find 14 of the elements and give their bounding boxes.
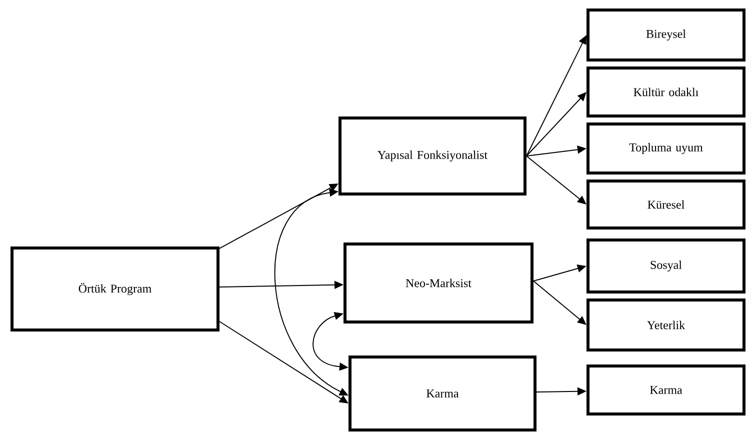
- process-box: Kültür odaklı: [586, 66, 746, 118]
- process-box: Yeterlik: [586, 298, 746, 352]
- process-box: Bireysel: [586, 8, 746, 62]
- process-box: Topluma uyum: [586, 122, 746, 174]
- process-box: Sosyal: [586, 238, 746, 294]
- process-box: Küresel: [586, 179, 746, 230]
- process-box: Yapısal Fonksiyonalist: [338, 116, 526, 196]
- arrow: [533, 280, 586, 325]
- process-box: Karma: [348, 355, 536, 432]
- process-box: Örtük Program: [10, 246, 220, 332]
- arrow: [526, 92, 586, 156]
- process-box: Neo-Marksist: [344, 242, 534, 324]
- process-box: Karma: [586, 364, 746, 416]
- arrow: [526, 156, 586, 204]
